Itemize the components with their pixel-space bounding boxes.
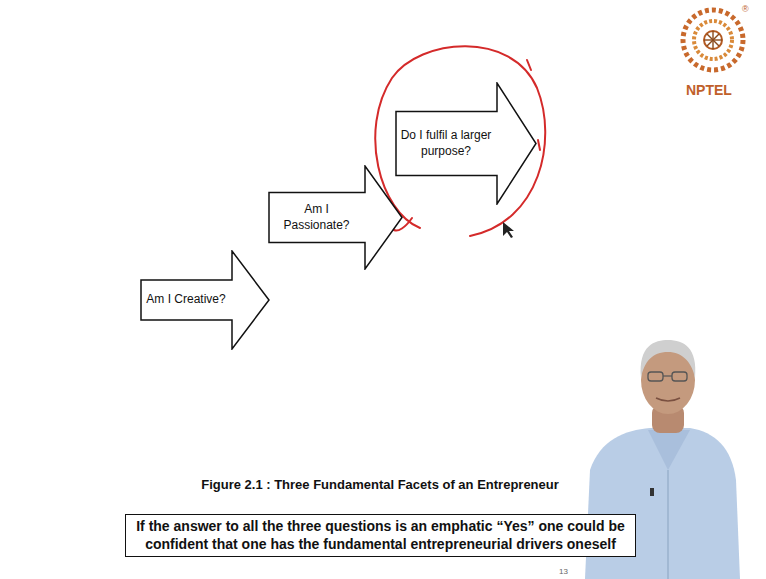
pen-annotation: [375, 46, 545, 236]
arrow-outline: [269, 166, 402, 269]
conclusion-text: If the answer to all the three questions…: [136, 518, 625, 553]
note-box: If the answer to all the three questions…: [125, 514, 636, 557]
arrow-step: Am I Creative?: [140, 250, 270, 350]
arrow-text-area: Am I Creative?: [140, 280, 232, 320]
step-question: Am I Passionate?: [273, 202, 360, 233]
figure-caption: Figure 2.1 : Three Fundamental Facets of…: [100, 477, 660, 492]
arrow-step: Do I fulfil a larger purpose?: [395, 82, 537, 205]
mouse-cursor: [503, 222, 514, 238]
registered-mark: ®: [742, 4, 749, 14]
logo-emblem: [683, 10, 743, 70]
page-number: 13: [559, 567, 568, 576]
arrow-step: Am I Passionate?: [268, 165, 403, 270]
arrow-outline: [141, 251, 269, 349]
arrow-text-area: Do I fulfil a larger purpose?: [395, 112, 497, 176]
logo-text: NPTEL: [686, 82, 732, 98]
step-question: Am I Creative?: [146, 292, 225, 308]
arrow-outline: [396, 83, 536, 204]
step-question: Do I fulfil a larger purpose?: [400, 128, 492, 159]
arrow-text-area: Am I Passionate?: [268, 193, 365, 243]
